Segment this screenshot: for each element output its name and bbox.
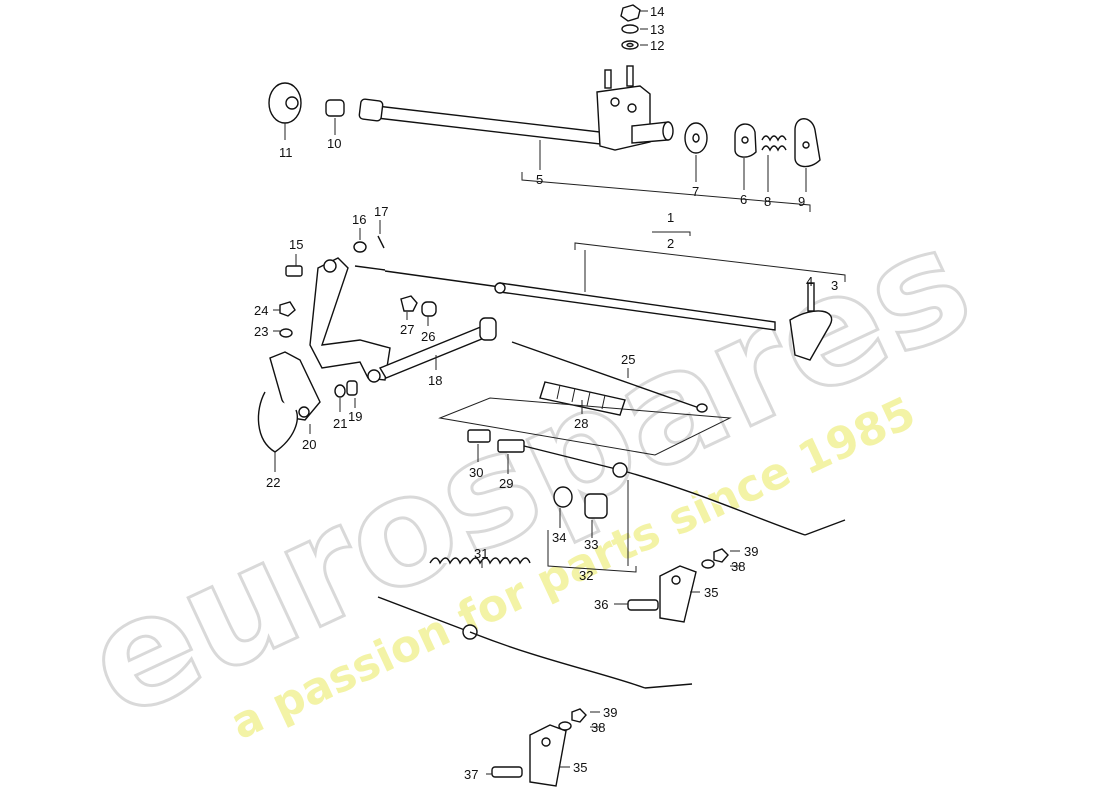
clamps (491, 548, 729, 787)
label-34: 34 (552, 530, 566, 545)
label-11: 11 (279, 145, 293, 160)
label-37: 37 (464, 767, 478, 782)
label-4: 4 (806, 274, 813, 289)
label-38-upper: 38 (731, 559, 745, 574)
lower-cable-1 (467, 429, 846, 536)
label-35-lower: 35 (573, 760, 587, 775)
label-33: 33 (584, 537, 598, 552)
main-cable (354, 265, 833, 361)
watermark: eurospares a passion for parts since 198… (60, 193, 996, 755)
label-39-upper: 39 (744, 544, 758, 559)
label-17: 17 (374, 204, 388, 219)
pedal-lever (257, 235, 497, 453)
label-25: 25 (621, 352, 635, 367)
label-10: 10 (327, 136, 341, 151)
label-19: 19 (348, 409, 362, 424)
leader-lines (273, 10, 846, 775)
label-27: 27 (400, 322, 414, 337)
label-8: 8 (764, 194, 771, 209)
label-32: 32 (579, 568, 593, 583)
label-15: 15 (289, 237, 303, 252)
label-31: 31 (474, 546, 488, 561)
label-9: 9 (798, 194, 805, 209)
label-12: 12 (650, 38, 664, 53)
label-7: 7 (692, 184, 699, 199)
label-38-lower: 38 (591, 720, 605, 735)
shaft-assembly (268, 4, 821, 168)
label-36: 36 (594, 597, 608, 612)
label-35-upper: 35 (704, 585, 718, 600)
label-13: 13 (650, 22, 664, 37)
label-18: 18 (428, 373, 442, 388)
label-39-lower: 39 (603, 705, 617, 720)
part-labels: 14 13 12 11 10 5 7 6 8 9 1 2 15 16 17 4 … (254, 4, 838, 782)
label-29: 29 (499, 476, 513, 491)
label-30: 30 (469, 465, 483, 480)
label-14: 14 (650, 4, 664, 19)
spring-lower-cable (377, 557, 693, 689)
label-20: 20 (302, 437, 316, 452)
label-28: 28 (574, 416, 588, 431)
watermark-brand: eurospares (62, 194, 995, 753)
label-24: 24 (254, 303, 268, 318)
label-6: 6 (740, 192, 747, 207)
label-26: 26 (421, 329, 435, 344)
label-16: 16 (352, 212, 366, 227)
label-2: 2 (667, 236, 674, 251)
label-1: 1 (667, 210, 674, 225)
label-3: 3 (831, 278, 838, 293)
cable-boot (438, 341, 732, 456)
label-5: 5 (536, 172, 543, 187)
label-23: 23 (254, 324, 268, 339)
label-22: 22 (266, 475, 280, 490)
label-21: 21 (333, 416, 347, 431)
